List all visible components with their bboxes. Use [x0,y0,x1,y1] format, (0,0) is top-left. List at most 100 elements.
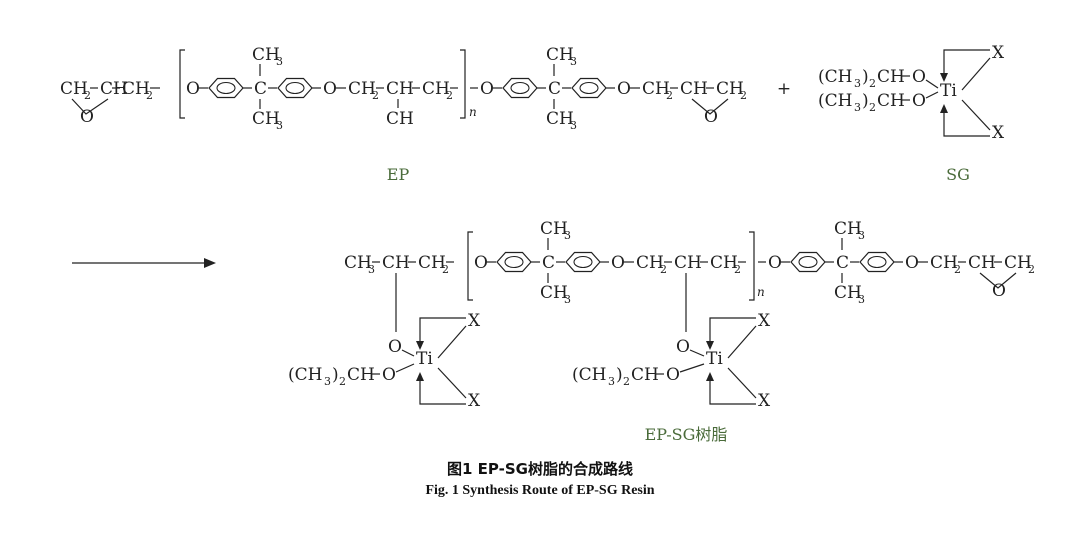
subscript: 2 [146,89,153,102]
bond [961,57,991,91]
sg-isopropoxy-bottom: (CH [818,91,852,111]
carbon-label: C [254,79,267,99]
methylene: CH [642,79,670,99]
figure-caption: 图1 EP-SG树脂的合成路线 Fig. 1 Synthesis Route o… [0,458,1080,499]
bond [727,367,757,399]
methylene: CH [422,79,450,99]
subscript: 2 [339,375,346,388]
epoxide-ch2: CH [1004,253,1032,273]
methylene: CH [930,253,958,273]
repeat-bracket-close [749,231,755,301]
methylene: CH [636,253,664,273]
titanium-label: Ti [706,349,723,369]
methyl-bottom: CH [834,283,862,303]
subscript: 3 [854,77,861,90]
product-bisphenol-1-ring-right [565,251,601,273]
subscript: 2 [734,263,741,276]
subscript: 3 [564,293,571,306]
methine: CH [674,253,702,273]
subscript: 3 [858,293,865,306]
epoxide-ch2: CH [716,79,744,99]
benzene-inner-circle [798,255,818,269]
oxygen-label: O [617,79,631,99]
bond [437,367,467,399]
subscript: 2 [869,77,876,90]
iso-ch: CH [347,365,375,385]
ep-bisphenol-2-ring-right [571,77,607,99]
subscript: 2 [84,89,91,102]
epoxide-oxygen: O [992,281,1006,301]
subscript: 3 [276,55,283,68]
paren: ) [862,91,869,111]
subscript: 2 [1028,263,1035,276]
oxygen-label: O [666,365,680,385]
ligand-x: X [468,391,481,411]
benzene-inner-circle [573,255,593,269]
subscript: 3 [564,229,571,242]
subscript: 3 [368,263,375,276]
label-sg: SG [946,165,970,184]
coordination-arrow [706,341,714,350]
epoxide-ring [691,98,729,115]
methyl-top: CH [252,45,280,65]
subscript: 2 [660,263,667,276]
iso-ch: CH [631,365,659,385]
oxygen-label: O [323,79,337,99]
coordination-arrow [416,341,424,350]
repeat-bracket-open [179,49,185,119]
chelate-bond [709,375,756,405]
methyl-top: CH [540,219,568,239]
benzene-inner-circle [216,81,236,95]
benzene-inner-circle [285,81,305,95]
chelate-bond [943,49,990,79]
ep-bisphenol-1-ring-right [277,77,313,99]
benzene-inner-circle [510,81,530,95]
titanium-label: Ti [940,81,957,101]
oxygen-label: O [905,253,919,273]
methyl-bottom: CH [540,283,568,303]
epoxide-oxygen: O [704,107,718,127]
oxygen-label: O [611,253,625,273]
subscript: 3 [854,101,861,114]
oxygen-label: O [382,365,396,385]
methyl-end: CH [344,253,372,273]
repeat-n: n [757,285,765,299]
oxygen-label: O [768,253,782,273]
ligand-x: X [468,311,481,331]
subscript: 2 [869,101,876,114]
oxygen-label: O [676,337,690,357]
epoxide-ring [979,272,1017,289]
bond [727,325,757,359]
methyl-top: CH [834,219,862,239]
methyl-top: CH [546,45,574,65]
benzene-inner-circle [867,255,887,269]
chelate-bond [709,317,756,347]
methylene: CH [710,253,738,273]
ep-bisphenol-2-ring-left [502,77,538,99]
bond [961,99,991,131]
bond [679,363,705,373]
subscript: 2 [442,263,449,276]
subscript: 3 [570,119,577,132]
subscript: 2 [666,89,673,102]
methylene: CH [122,79,150,99]
chelate-bond [943,107,990,137]
carbon-label: C [542,253,555,273]
iso-ch: CH [877,91,905,111]
subscript: 3 [324,375,331,388]
coordination-arrow [706,372,714,381]
ligand-x: X [992,43,1005,63]
oxygen-label: O [912,67,926,87]
repeat-bracket-open [467,231,473,301]
oxygen-label: O [480,79,494,99]
ligand-x: X [758,391,771,411]
bond [395,363,415,373]
benzene-inner-circle [579,81,599,95]
epoxide-ch2: CH [60,79,88,99]
product-bisphenol-2-ring-right [859,251,895,273]
carbon-label: C [836,253,849,273]
subscript: 3 [858,229,865,242]
epoxide-ch: CH [680,79,708,99]
epoxide-ring [71,98,109,115]
caption-chinese: 图1 EP-SG树脂的合成路线 [447,460,633,478]
